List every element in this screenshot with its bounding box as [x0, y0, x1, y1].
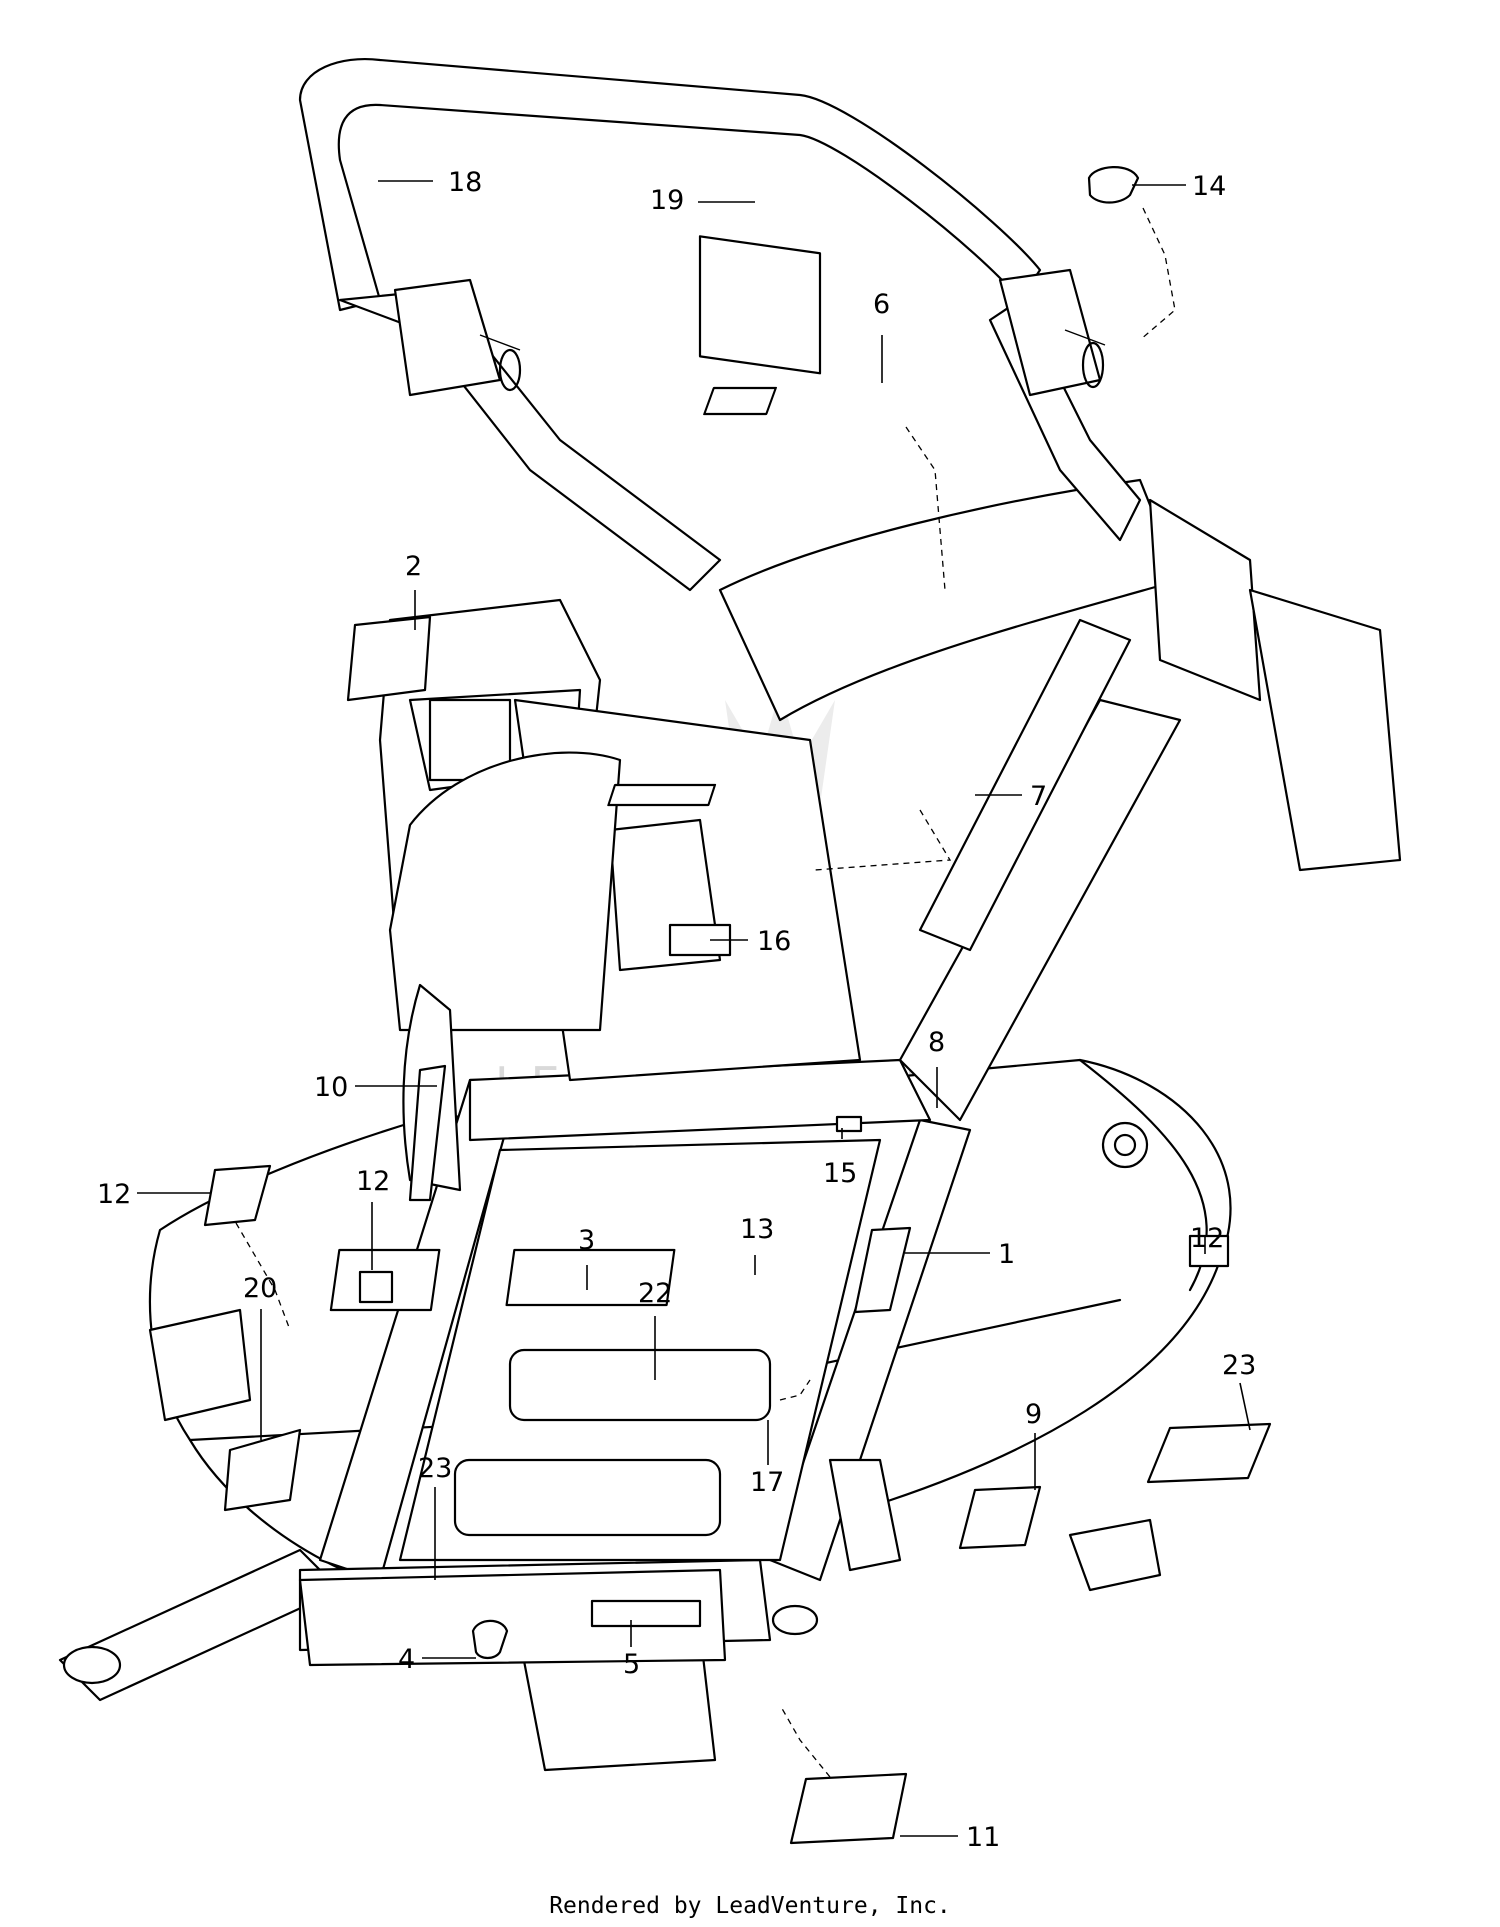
label-5: 5	[623, 1649, 640, 1680]
floor-pan	[329, 1138, 882, 1562]
decal-10	[408, 1064, 447, 1202]
roll-bar	[298, 58, 1142, 592]
label-6: 6	[873, 289, 890, 320]
decal-21	[223, 1428, 302, 1512]
label-4: 4	[398, 1644, 415, 1675]
label-7: 7	[1030, 781, 1047, 812]
label-22: 22	[638, 1278, 672, 1309]
label-21: 20	[243, 1273, 277, 1304]
label-10: 10	[314, 1072, 348, 1103]
leader-lines	[137, 180, 1251, 1837]
control-console	[388, 751, 622, 1192]
decal-12-right	[1188, 1234, 1230, 1268]
rear-fender	[718, 478, 1402, 872]
label-12-left: 12	[356, 1166, 390, 1197]
part-labels: 18 19 14 6 2 7 16 8 10 15 12 12 12 3 13 …	[97, 167, 1256, 1853]
decal-15	[1087, 166, 1140, 204]
decal-16	[835, 1115, 863, 1133]
label-20: 19	[650, 185, 684, 216]
label-9: 9	[1025, 1399, 1042, 1430]
label-18: 17	[750, 1467, 784, 1498]
front-plate	[298, 1568, 727, 1667]
label-19: 18	[448, 167, 482, 198]
label-23-right: 23	[1222, 1350, 1256, 1381]
decal-12-left	[358, 1270, 394, 1304]
label-8: 8	[928, 1027, 945, 1058]
decal-11	[789, 1772, 908, 1845]
decal-9	[958, 1485, 1042, 1550]
decal-4	[471, 1619, 509, 1660]
decal-13	[203, 1164, 272, 1227]
label-15: 14	[1192, 171, 1226, 202]
label-13: 12	[97, 1179, 131, 1210]
footer-credit: Rendered by LeadVenture, Inc.	[549, 1893, 951, 1919]
label-23-left: 23	[418, 1453, 452, 1484]
decal-23-right	[1146, 1422, 1272, 1484]
label-14: 13	[740, 1214, 774, 1245]
callout-dashes	[235, 207, 1176, 1778]
label-17: 16	[757, 926, 791, 957]
decal-1	[853, 1226, 912, 1314]
label-16: 15	[823, 1158, 857, 1189]
decal-6	[703, 386, 777, 416]
label-11: 11	[966, 1822, 1000, 1853]
decal-5	[590, 1599, 702, 1628]
decal-20	[698, 235, 822, 375]
label-2: 2	[405, 551, 422, 582]
label-12-right: 12	[1190, 1223, 1224, 1254]
label-1: 1	[998, 1239, 1015, 1270]
decal-7	[607, 783, 717, 807]
label-3: 3	[578, 1225, 595, 1256]
decal-2	[346, 615, 432, 702]
decals	[203, 166, 1272, 1845]
